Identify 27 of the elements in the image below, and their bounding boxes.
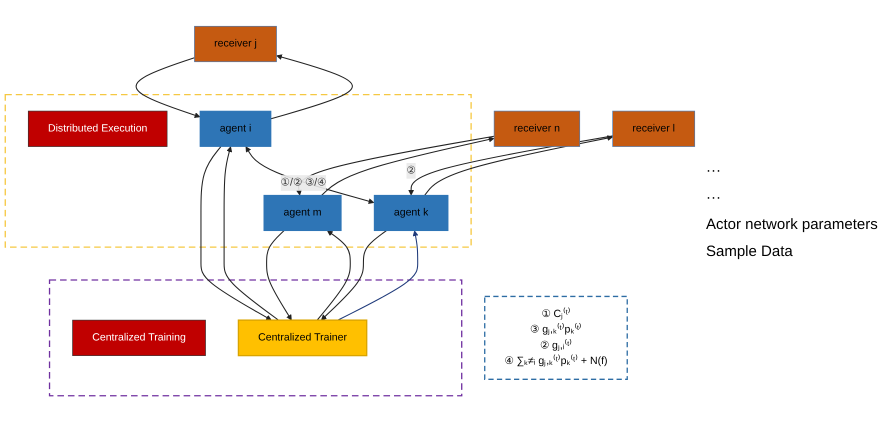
note-text: ···: [706, 162, 722, 178]
arrow: [270, 54, 353, 119]
cluster: [4, 93, 472, 248]
arrow: [320, 230, 387, 320]
arrow: [266, 230, 292, 320]
arrow: [316, 230, 351, 320]
arrow: [338, 230, 418, 320]
node-box: receiver l: [612, 110, 696, 146]
cluster: [48, 278, 462, 396]
arrow: [200, 146, 272, 320]
edge-label: ①/② ③/④: [280, 176, 326, 188]
node-box: Centralized Trainer: [238, 318, 368, 356]
arrow: [136, 56, 200, 118]
edge-label: ②: [406, 164, 416, 176]
node-box: receiver j: [194, 25, 277, 62]
note-text: Actor network parameters: [706, 216, 879, 232]
node-box: Centralized Training: [72, 319, 206, 356]
node-box: agent i: [200, 110, 272, 146]
node-box: ① Cⱼ⁽ᵗ⁾ ③ gⱼ,ₖ⁽ᵗ⁾pₖ⁽ᵗ⁾ ② gⱼ,ᵢ⁽ᵗ⁾ ④ ∑ₖ≠ᵢ gⱼ,ₖ⁽ᵗ⁾pₖ⁽ᵗ⁾ + N(f): [484, 295, 628, 380]
node-box: Distributed Execution: [28, 110, 168, 146]
node-box: agent k: [374, 194, 448, 231]
node-box: agent m: [264, 194, 342, 231]
note-text: ···: [706, 188, 722, 206]
arrow: [224, 146, 279, 320]
note-text: Sample Data: [706, 242, 794, 260]
node-box: receiver n: [494, 110, 580, 146]
arrow: [246, 146, 374, 204]
